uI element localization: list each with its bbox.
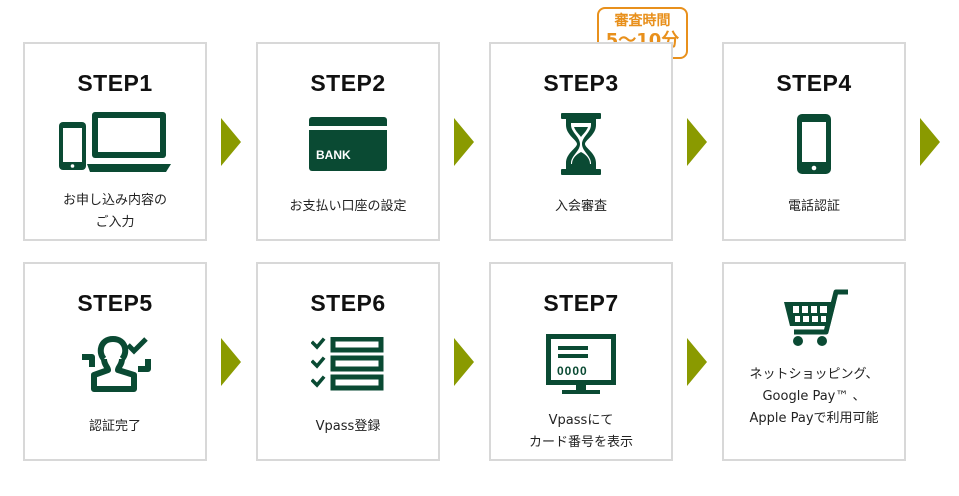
- next-arrow-icon: [221, 338, 241, 386]
- smartphone-icon: [724, 112, 904, 176]
- step-title: STEP6: [310, 290, 386, 316]
- next-arrow-icon: [221, 118, 241, 166]
- step-title: STEP5: [77, 290, 153, 316]
- shopping-cart-icon: [724, 286, 904, 350]
- bank-card-icon: BANK: [258, 112, 438, 176]
- hourglass-icon: [491, 112, 671, 176]
- step-description: ネットショッピング、 Google Pay™ 、 Apple Payで利用可能: [749, 367, 879, 426]
- step-description: 電話認証: [787, 199, 840, 214]
- shopping-card: ネットショッピング、 Google Pay™ 、 Apple Payで利用可能: [722, 262, 906, 461]
- step-title: STEP2: [310, 70, 386, 96]
- monitor-card-number-icon: 0000: [491, 332, 671, 396]
- step-description: Vpass登録: [315, 419, 381, 434]
- step-card-3: STEP3 入会審査: [489, 42, 673, 241]
- step-title: STEP4: [776, 70, 852, 96]
- step-title: STEP7: [543, 290, 619, 316]
- next-arrow-icon: [454, 118, 474, 166]
- step-title: STEP3: [543, 70, 619, 96]
- step-description: 認証完了: [88, 419, 141, 434]
- step-card-4: STEP4 電話認証: [722, 42, 906, 241]
- next-arrow-icon: [687, 118, 707, 166]
- next-arrow-icon: [687, 338, 707, 386]
- step-description: Vpassにて カード番号を表示: [528, 413, 633, 450]
- step-card-7: STEP7 0000 Vpassにて カード番号を表示: [489, 262, 673, 461]
- devices-icon: [25, 112, 205, 176]
- step-card-1: STEP1 お申し込み内容の ご入力: [23, 42, 207, 241]
- screen-number-text: 0000: [557, 364, 588, 378]
- step-description: お申し込み内容の ご入力: [62, 193, 167, 230]
- step-title: STEP1: [77, 70, 153, 96]
- step-card-2: STEP2 BANK お支払い口座の設定: [256, 42, 440, 241]
- review-time-label: 審査時間: [614, 13, 671, 29]
- person-verified-icon: [25, 332, 205, 396]
- next-arrow-icon: [920, 118, 940, 166]
- step-description: 入会審査: [554, 199, 607, 214]
- bank-card-text: BANK: [316, 148, 351, 162]
- next-arrow-icon: [454, 338, 474, 386]
- step-description: お支払い口座の設定: [289, 199, 407, 214]
- step-card-6: STEP6 Vpass登録: [256, 262, 440, 461]
- checklist-icon: [258, 332, 438, 396]
- step-card-5: STEP5 認証完了: [23, 262, 207, 461]
